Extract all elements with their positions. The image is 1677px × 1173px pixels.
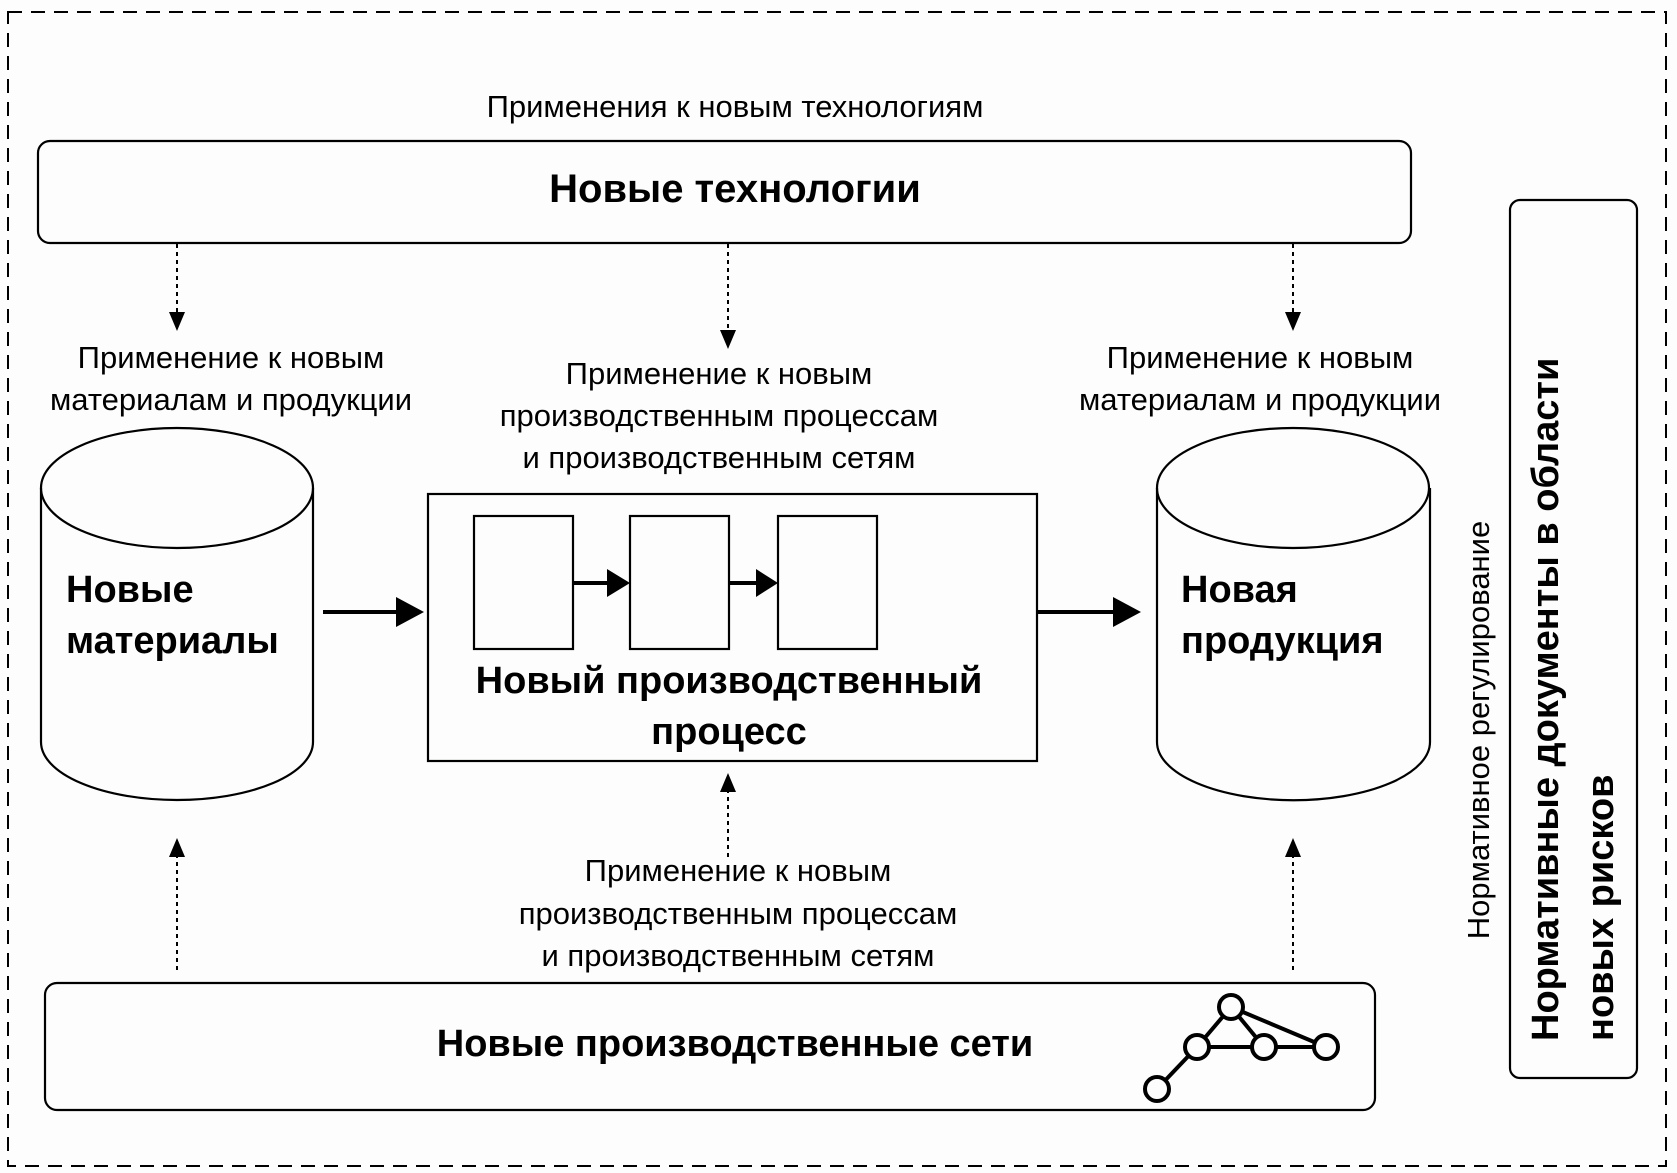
networks-box[interactable]: Новые производственные сети [43,981,1377,1112]
right-label-line: Применение к новым [1107,340,1414,375]
process-step-3 [776,514,879,651]
center-bottom-label-line: производственным процессам [519,896,958,931]
center-top-label: Применение к новым производственным проц… [500,356,939,475]
outer-frame [7,11,1667,1167]
arrow-materials-to-process [323,597,424,627]
regulation-label: Нормативное регулирование [1461,521,1496,939]
center-bottom-label-line: и производственным сетям [541,938,934,973]
center-bottom-label: Применение к новым производственным проц… [519,853,958,973]
networks-title: Новые производственные сети [437,1023,1034,1065]
left-label: Применение к новым материалам и продукци… [50,340,412,417]
materials-title-line: Новые [66,569,194,611]
product-cylinder[interactable]: Новая продукция [1155,426,1432,802]
center-top-label-line: производственным процессам [500,398,939,433]
center-bottom-label-line: Применение к новым [585,853,892,888]
process-title-line: процесс [651,711,807,753]
left-label-line: материалам и продукции [50,382,412,417]
product-title-line: Новая [1181,569,1298,611]
arrow-tech-to-product [1285,244,1301,331]
technologies-box[interactable]: Новые технологии [36,139,1413,245]
arrow-networks-to-materials [169,838,185,970]
arrow-networks-to-process [720,773,736,857]
center-top-label-line: Применение к новым [566,356,873,391]
right-label: Применение к новым материалам и продукци… [1079,340,1441,417]
rules-title-line: Нормативные документы в области [1525,358,1567,1041]
arrow-step1-to-step2 [573,569,630,597]
rules-box[interactable]: Нормативные документы в области новых ри… [1508,198,1639,1080]
arrow-step2-to-step3 [729,569,778,597]
arrow-process-to-product [1037,597,1141,627]
product-title-line: продукция [1181,620,1384,662]
materials-cylinder[interactable]: Новые материалы [39,426,315,802]
right-label-line: материалам и продукции [1079,382,1441,417]
arrow-tech-to-process [720,244,736,349]
process-step-1 [472,514,575,651]
process-box[interactable]: Новый производственный процесс [426,492,1039,763]
rules-title-line: новых рисков [1580,775,1622,1041]
network-graph-icon [1143,993,1340,1103]
process-title-line: Новый производственный [476,660,983,702]
materials-title-line: материалы [66,620,279,662]
center-top-label-line: и производственным сетям [522,440,915,475]
arrow-networks-to-product [1285,838,1301,970]
top-label: Применения к новым технологиям [487,89,984,124]
arrow-tech-to-materials [169,244,185,331]
left-label-line: Применение к новым [78,340,385,375]
technologies-title: Новые технологии [549,167,921,211]
process-step-2 [628,514,731,651]
